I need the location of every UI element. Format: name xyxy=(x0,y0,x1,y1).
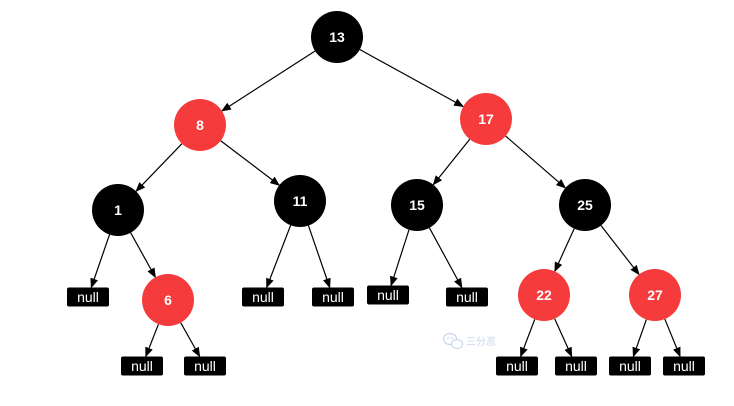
edge-n17-to-n15 xyxy=(432,138,471,186)
edge-n15-to-null-15-right xyxy=(428,227,463,289)
null-box xyxy=(609,356,651,376)
null-box xyxy=(242,287,284,307)
null-box xyxy=(446,287,488,307)
null-leaf-null-1-left: null xyxy=(67,287,109,307)
null-box xyxy=(121,356,163,376)
null-leaf-null-27-right: null xyxy=(663,356,705,376)
node-circle-red xyxy=(174,99,226,151)
edge-n22-to-null-22-left xyxy=(520,319,536,358)
node-label: 8 xyxy=(196,117,204,133)
edge-n17-to-n25 xyxy=(505,135,567,189)
null-leaf-null-22-right: null xyxy=(555,356,597,376)
null-leaf-null-15-right: null xyxy=(446,287,488,307)
null-label: null xyxy=(673,358,695,374)
edge-n8-to-n1 xyxy=(135,143,183,193)
edge-n25-to-n27 xyxy=(600,225,640,276)
null-box xyxy=(312,287,354,307)
wechat-icon xyxy=(442,332,464,350)
null-label: null xyxy=(77,289,99,305)
null-label: null xyxy=(377,287,399,303)
edge-n27-to-null-27-right xyxy=(664,318,681,358)
null-label: null xyxy=(194,358,216,374)
null-label: null xyxy=(619,358,641,374)
edge-n11-to-null-11-left xyxy=(266,225,292,289)
null-leaf-null-6-right: null xyxy=(184,356,226,376)
null-box xyxy=(496,356,538,376)
tree-node-6: 6 xyxy=(142,274,194,326)
null-label: null xyxy=(565,358,587,374)
null-box xyxy=(67,287,109,307)
null-leaf-null-6-left: null xyxy=(121,356,163,376)
node-label: 27 xyxy=(647,287,663,303)
node-label: 17 xyxy=(478,111,494,127)
null-box xyxy=(367,285,409,305)
node-label: 25 xyxy=(577,197,593,213)
node-label: 22 xyxy=(536,287,552,303)
null-label: null xyxy=(322,289,344,305)
node-circle-black xyxy=(311,11,363,63)
tree-node-15: 15 xyxy=(391,179,443,231)
edge-n1-to-null-1-left xyxy=(90,234,111,289)
null-leaf-null-11-right: null xyxy=(312,287,354,307)
node-circle-red xyxy=(518,269,570,321)
null-box xyxy=(555,356,597,376)
tree-node-1: 1 xyxy=(92,184,144,236)
edge-n6-to-null-6-left xyxy=(145,323,160,358)
node-label: 15 xyxy=(409,197,425,213)
edges-layer xyxy=(90,49,681,358)
edge-n13-to-n8 xyxy=(221,50,316,112)
edge-n13-to-n17 xyxy=(359,49,465,107)
watermark: 三分恶 xyxy=(442,332,496,350)
tree-node-13: 13 xyxy=(311,11,363,63)
node-label: 6 xyxy=(164,292,172,308)
null-label: null xyxy=(131,358,153,374)
tree-node-22: 22 xyxy=(518,269,570,321)
edge-n15-to-null-15-left xyxy=(390,229,410,287)
node-circle-red xyxy=(460,93,512,145)
tree-node-25: 25 xyxy=(559,179,611,231)
node-label: 1 xyxy=(114,202,122,218)
null-leaf-null-11-left: null xyxy=(242,287,284,307)
null-box xyxy=(663,356,705,376)
edge-n11-to-null-11-right xyxy=(307,225,331,289)
null-box xyxy=(184,356,226,376)
edge-n8-to-n11 xyxy=(220,140,281,186)
null-leaf-null-27-left: null xyxy=(609,356,651,376)
tree-node-17: 17 xyxy=(460,93,512,145)
node-label: 11 xyxy=(293,193,308,209)
node-circle-red xyxy=(142,274,194,326)
node-circle-black xyxy=(92,184,144,236)
tree-node-8: 8 xyxy=(174,99,226,151)
edge-n22-to-null-22-right xyxy=(554,318,573,358)
node-circle-red xyxy=(629,269,681,321)
null-label: null xyxy=(252,289,274,305)
edge-n25-to-n22 xyxy=(554,228,575,273)
null-leaf-null-22-left: null xyxy=(496,356,538,376)
node-circle-black xyxy=(559,179,611,231)
tree-node-27: 27 xyxy=(629,269,681,321)
edge-n1-to-n6 xyxy=(130,232,156,279)
edge-n27-to-null-27-left xyxy=(632,319,647,358)
watermark-text: 三分恶 xyxy=(466,336,496,348)
null-leaf-null-15-left: null xyxy=(367,285,409,305)
node-circle-black xyxy=(391,179,443,231)
tree-node-11: 11 xyxy=(274,175,326,227)
node-label: 13 xyxy=(329,29,345,45)
null-label: null xyxy=(456,289,478,305)
node-circle-black xyxy=(274,175,326,227)
null-label: null xyxy=(506,358,528,374)
edge-n6-to-null-6-right xyxy=(180,322,201,358)
